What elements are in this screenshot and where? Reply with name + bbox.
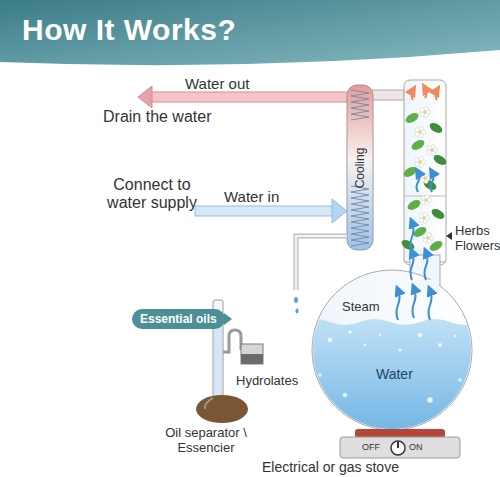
vapour-arrows	[412, 88, 438, 100]
callout-badge: Essential oils	[132, 309, 225, 329]
flower-centre	[424, 177, 427, 180]
steam-arrow	[429, 290, 432, 320]
switch-label: ON	[409, 442, 423, 452]
flower-petal	[424, 107, 428, 111]
badge-text: Essential oils	[140, 312, 217, 326]
bubble	[318, 373, 322, 377]
switch-label: OFF	[362, 442, 380, 452]
part-label: Hydrolates	[236, 374, 298, 389]
leaf	[406, 198, 422, 212]
steam-arrow	[431, 172, 434, 192]
condenser-label: Cooling	[353, 147, 367, 188]
flower-centre	[424, 111, 427, 114]
flower-petal	[424, 173, 428, 177]
dial-pointer	[397, 442, 399, 448]
condenser: Cooling	[347, 85, 373, 250]
leaf	[402, 165, 418, 179]
leaf	[430, 207, 446, 221]
flower-petal	[419, 127, 423, 131]
stove-body	[340, 437, 460, 458]
herbs-flowers	[400, 107, 448, 262]
leaf	[400, 238, 416, 252]
flower-petal	[427, 233, 431, 237]
bubble	[398, 348, 402, 352]
flower-petal	[423, 213, 427, 217]
flower-centre	[423, 217, 426, 220]
coil-stroke	[351, 90, 369, 246]
bubble	[363, 343, 367, 347]
bubble	[458, 378, 462, 382]
leaf	[410, 138, 426, 152]
bubble	[378, 333, 382, 337]
steam-arrow	[411, 222, 414, 252]
outlet-pipe-inner	[296, 236, 347, 290]
outlet-pipe	[296, 236, 347, 290]
flask-water	[300, 319, 480, 440]
flower-petal	[417, 251, 421, 255]
badge-arrow	[224, 313, 232, 325]
part-label: Oil separator \ Essencier	[150, 426, 262, 456]
page-title: How It Works?	[22, 13, 236, 47]
steam-arrow	[417, 172, 420, 192]
pipe-label: Water out	[185, 75, 249, 92]
flower-centre	[427, 237, 430, 240]
bubble	[348, 330, 353, 335]
pipe-label: Drain the water	[103, 108, 212, 126]
flower-petal	[419, 157, 423, 161]
part-label: Herbs Flowers	[455, 224, 499, 254]
steam-arrow	[411, 252, 414, 280]
leaf	[404, 111, 420, 125]
condenser-coil	[351, 90, 369, 246]
bubble	[438, 343, 443, 348]
header-band	[0, 0, 500, 65]
drop	[295, 309, 298, 314]
steam-arrow	[425, 252, 428, 280]
bubble	[427, 397, 433, 403]
steam-arrow	[413, 288, 416, 318]
condenser-body	[347, 85, 373, 250]
bubble	[327, 337, 333, 343]
flower-centre	[431, 149, 434, 152]
flower-centre	[419, 131, 422, 134]
steam-arrow	[397, 290, 400, 320]
bubble	[453, 334, 457, 338]
pipe-label: Water in	[224, 188, 279, 205]
herbs-pointer	[446, 232, 452, 240]
drop	[294, 297, 298, 303]
steam-arrows	[397, 172, 434, 320]
flower-petal	[431, 145, 435, 149]
pipe-label: Connect to water supply	[96, 176, 208, 213]
part-label: Electrical or gas stove	[262, 459, 399, 475]
flower-petal	[425, 195, 429, 199]
stove-dial	[391, 441, 405, 455]
bubble	[343, 393, 348, 398]
bridge-tube	[372, 90, 404, 100]
part-label: Water	[376, 366, 413, 382]
flower-centre	[425, 199, 428, 202]
bubbles	[318, 330, 462, 404]
part-label: Steam	[342, 300, 380, 315]
leaf	[428, 121, 444, 135]
flower-centre	[419, 161, 422, 164]
bubble	[417, 332, 423, 338]
